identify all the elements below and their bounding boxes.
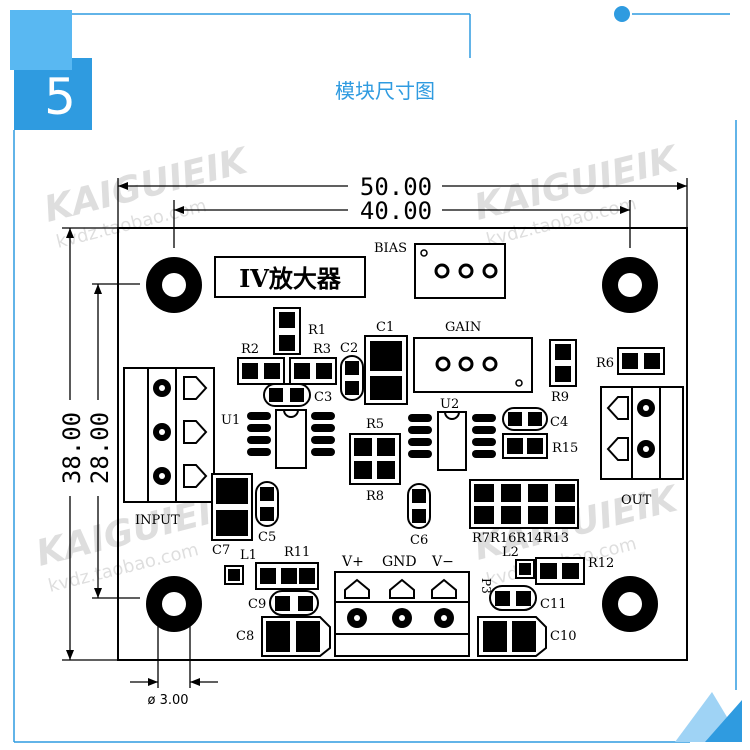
- dim-height-holes-label: 28.00: [86, 412, 114, 484]
- label-u2: U2: [440, 397, 459, 412]
- resistor-array: [469, 479, 579, 529]
- label-l1: L1: [240, 548, 257, 563]
- pcb-outline: [117, 227, 688, 661]
- badge-accent-square: [10, 10, 72, 70]
- label-v-plus: V+: [341, 554, 364, 570]
- label-bias: BIAS: [374, 241, 407, 256]
- u2-chip: [408, 411, 496, 471]
- out-terminal: [600, 386, 684, 480]
- label-r15: R15: [552, 441, 578, 456]
- label-c6: C6: [410, 533, 428, 548]
- label-c4: C4: [550, 415, 568, 430]
- label-p3: P3: [479, 578, 493, 594]
- label-l2: L2: [502, 545, 519, 560]
- label-c11: C11: [540, 597, 567, 612]
- dim-width-outer-label: 50.00: [360, 173, 432, 201]
- power-terminal: [334, 571, 470, 657]
- label-c8: C8: [236, 629, 254, 644]
- label-r9: R9: [551, 390, 569, 405]
- mounting-holes: [146, 257, 658, 632]
- module-name: IV放大器: [239, 264, 342, 293]
- label-r3: R3: [313, 342, 331, 357]
- label-r7-r16-r14-r13: R7R16R14R13: [472, 531, 569, 546]
- label-r8: R8: [366, 489, 384, 504]
- label-r12: R12: [588, 556, 614, 571]
- label-c3: C3: [314, 390, 332, 405]
- label-input: INPUT: [135, 513, 180, 528]
- label-c2: C2: [340, 341, 358, 356]
- dim-hole-diameter-label: ø 3.00: [147, 693, 188, 708]
- input-terminal: [123, 367, 215, 503]
- page-title: 模块尺寸图: [335, 79, 435, 103]
- label-r2: R2: [241, 342, 259, 357]
- label-r11: R11: [284, 545, 310, 560]
- label-gnd: GND: [382, 554, 417, 570]
- label-out: OUT: [621, 493, 652, 508]
- label-r1: R1: [308, 323, 326, 338]
- label-gain: GAIN: [445, 320, 481, 335]
- label-c10: C10: [550, 629, 577, 644]
- u1-chip: [247, 409, 335, 469]
- label-v-minus: V−: [431, 554, 454, 570]
- label-u1: U1: [221, 413, 240, 428]
- dot-ornament: [614, 6, 630, 22]
- section-number: 5: [44, 68, 76, 126]
- label-c5: C5: [258, 530, 276, 545]
- label-c7: C7: [212, 543, 230, 558]
- section-badge: [14, 58, 92, 130]
- module-name-box: [214, 256, 366, 298]
- corner-triangle-dark: [705, 700, 742, 742]
- label-r5: R5: [366, 417, 384, 432]
- dim-height-outer-label: 38.00: [58, 412, 86, 484]
- label-r6: R6: [596, 356, 614, 371]
- label-c1: C1: [376, 320, 394, 335]
- dim-width-holes-label: 40.00: [360, 197, 432, 225]
- label-c9: C9: [248, 597, 266, 612]
